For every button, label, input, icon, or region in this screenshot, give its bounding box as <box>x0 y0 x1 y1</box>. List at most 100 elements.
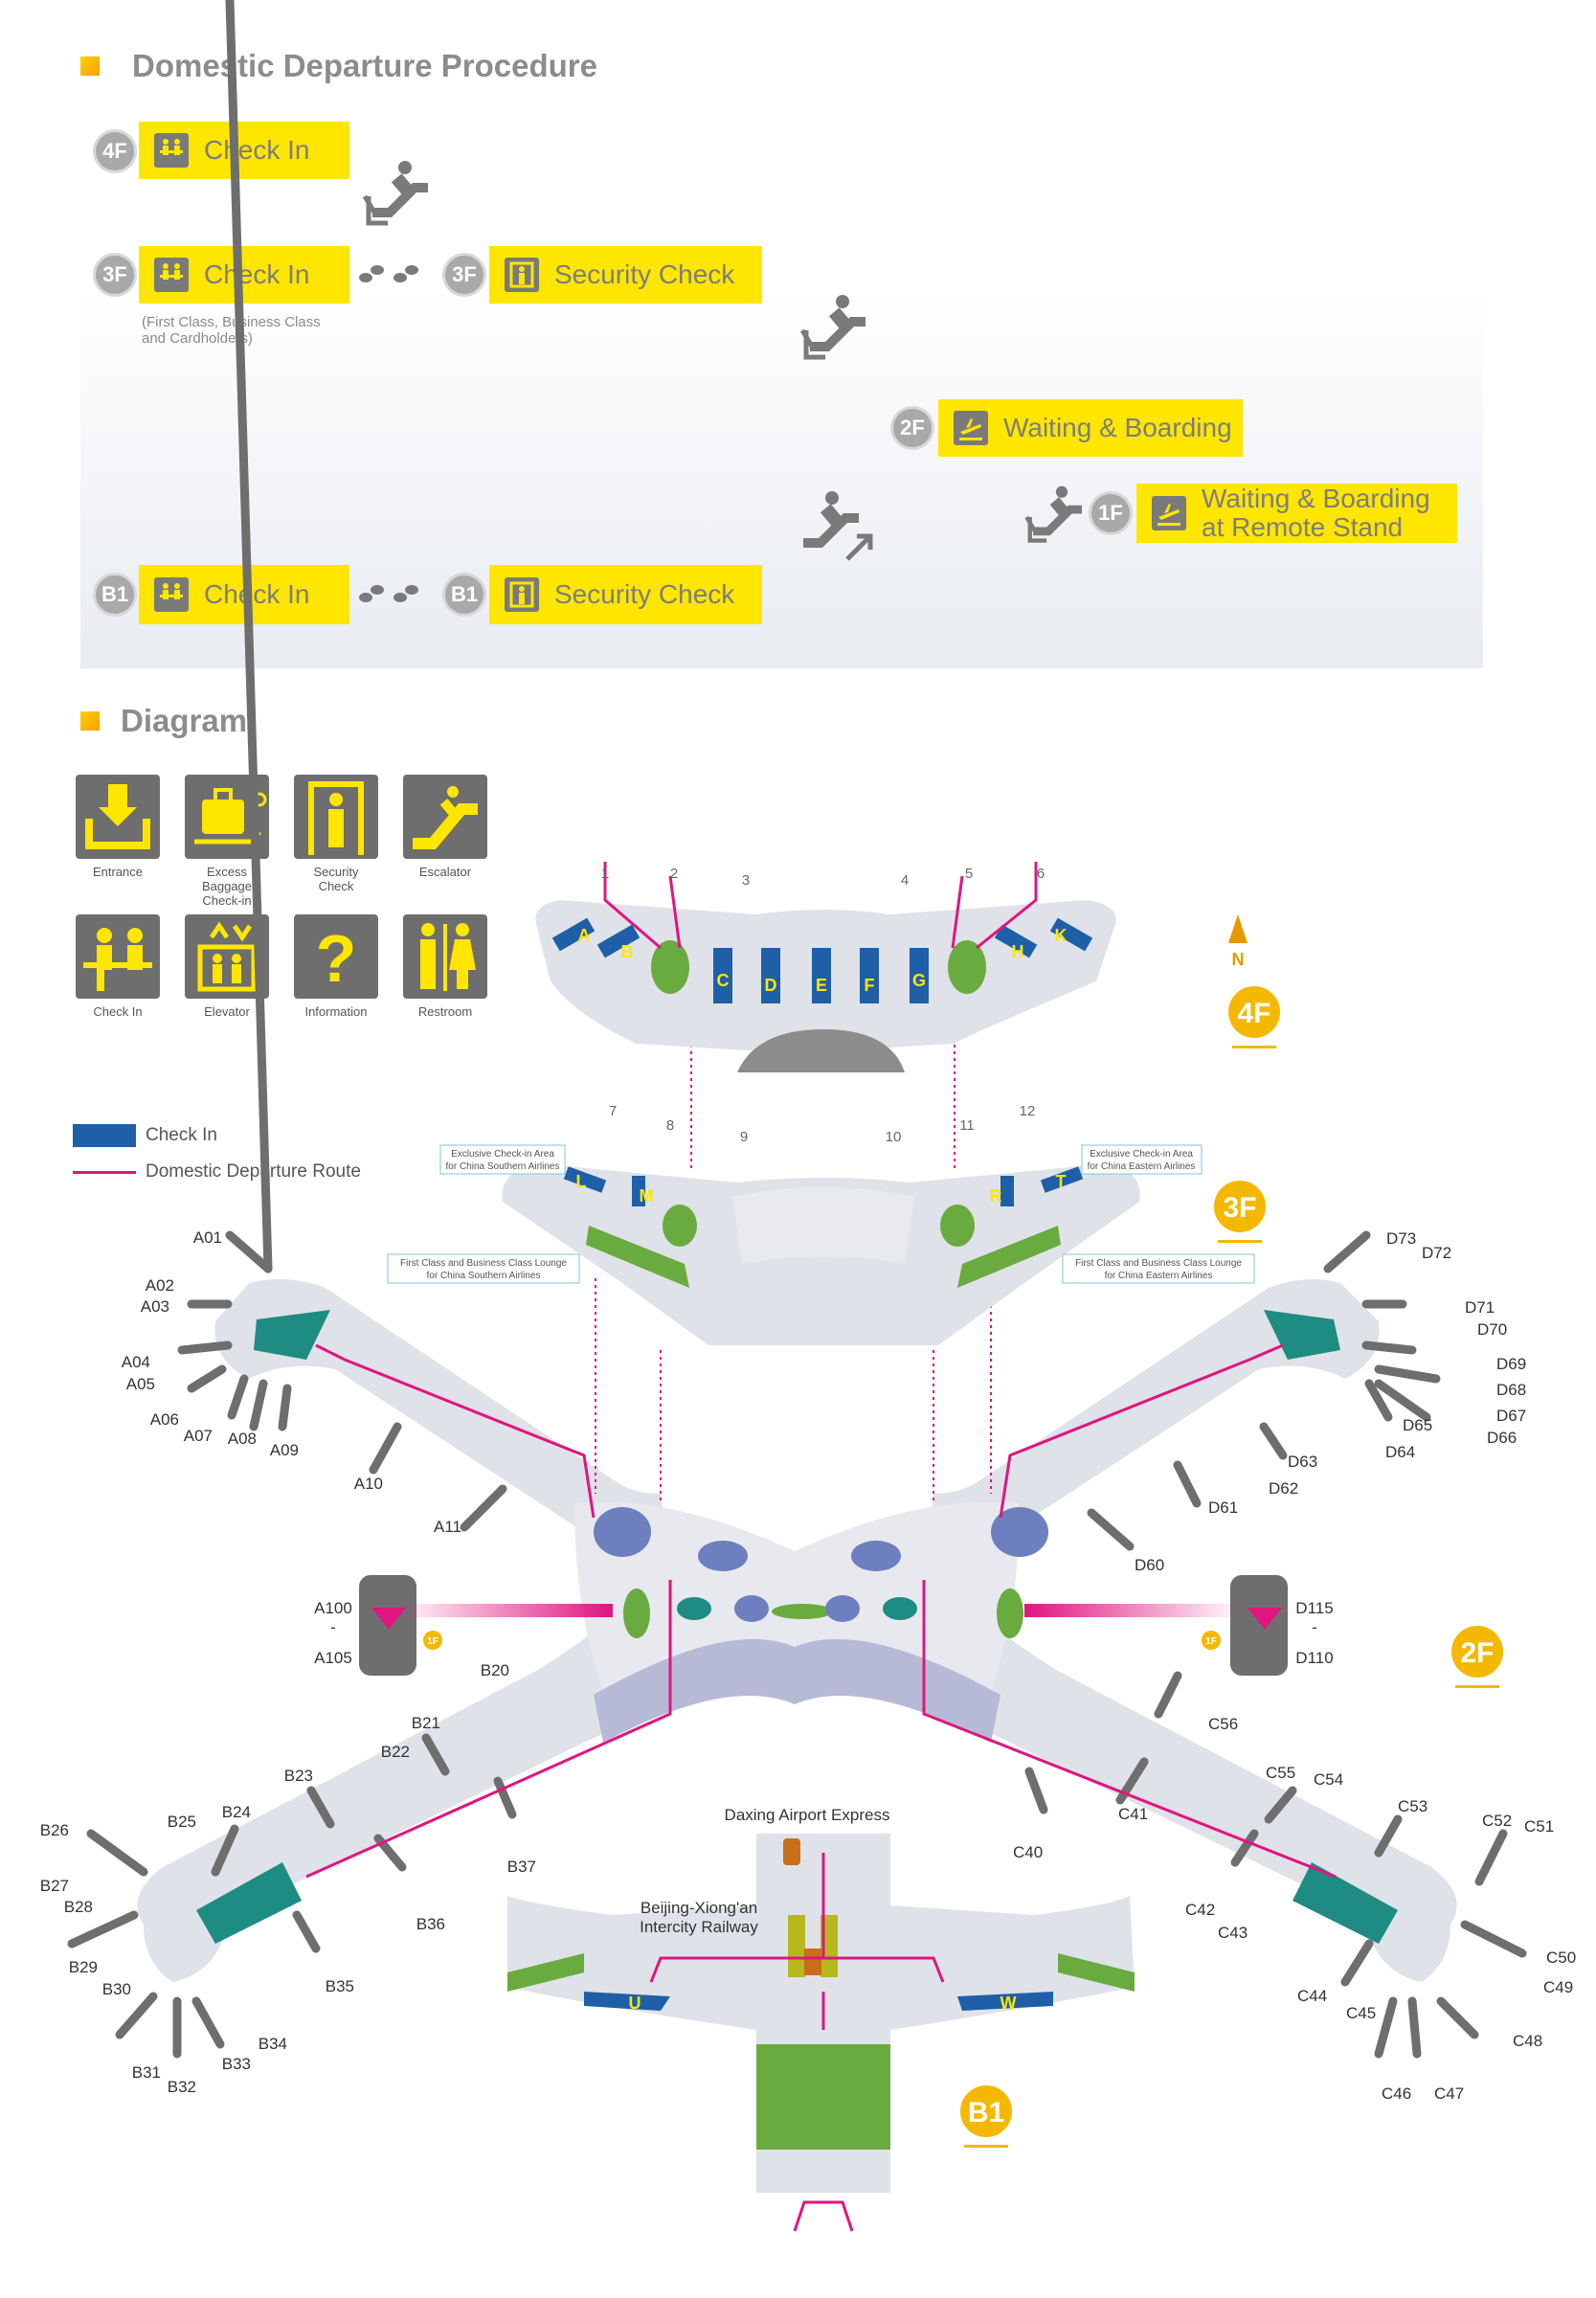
badge-underline <box>1218 1240 1262 1243</box>
checkin-counters-4f <box>551 917 1093 1003</box>
lounge-a <box>254 1310 330 1360</box>
doors-3f: 7 8 9 10 11 12 <box>609 1103 1036 1145</box>
gate-b35: B35 <box>326 1977 354 1995</box>
hub-garden <box>997 1588 1023 1638</box>
gate-labels: A01 A02 A03 A04 A05 A06 A07 A08 A09 A10 … <box>40 1228 1576 2103</box>
hub-pod <box>851 1541 901 1571</box>
escalator-down-icon <box>1024 485 1082 543</box>
remote-range-top: A100 <box>314 1599 352 1617</box>
gate-d73: D73 <box>1386 1229 1416 1248</box>
security-check-icon <box>505 258 539 292</box>
door-number: 2 <box>670 866 678 882</box>
escalator-up-icon <box>803 491 873 561</box>
step-waiting-2f: Waiting & Boarding <box>938 399 1243 457</box>
gate-b36: B36 <box>416 1915 445 1933</box>
floor-badge-1f-west <box>423 1631 442 1650</box>
gate-c56: C56 <box>1208 1715 1238 1733</box>
legend-text: Domestic Departure Route <box>146 1161 361 1182</box>
lounge-b <box>196 1862 302 1944</box>
restroom-icon <box>403 914 487 999</box>
gate-a04: A04 <box>122 1353 150 1371</box>
gate-a11: A11 <box>434 1518 461 1536</box>
garden-4f-west <box>651 940 689 994</box>
remote-route-west <box>393 1604 613 1617</box>
legend-label-checkin: Check In <box>93 1004 143 1019</box>
gate-b29: B29 <box>69 1958 98 1976</box>
floor-badge-4f-map <box>1228 986 1280 1038</box>
step-label: Check In <box>204 259 310 289</box>
gate-a05: A05 <box>126 1375 155 1393</box>
gate-c44: C44 <box>1297 1987 1327 2005</box>
gate-b30: B30 <box>102 1980 131 1998</box>
door-number: 11 <box>959 1117 975 1134</box>
route-swatch <box>73 1170 136 1174</box>
gate-a01: A01 <box>193 1228 222 1247</box>
escalator-icon <box>403 775 487 859</box>
gate-d68: D68 <box>1496 1381 1526 1399</box>
floor-badge-3f-map <box>1214 1181 1266 1232</box>
procedure-header: Domestic Departure Procedure <box>80 48 597 84</box>
badge-underline <box>1455 1685 1499 1688</box>
compass-arrow-icon <box>1228 914 1248 943</box>
garden-3f-east <box>940 1205 975 1247</box>
floor-badge-text: 2F <box>1460 1637 1494 1669</box>
checkin-letter: F <box>865 976 875 995</box>
gate-c51: C51 <box>1524 1817 1554 1836</box>
remote-range-bottom: A105 <box>314 1649 352 1667</box>
remote-range-top: D115 <box>1295 1599 1333 1617</box>
gate-b23: B23 <box>284 1767 313 1785</box>
checkin-letter: C <box>717 971 730 990</box>
checkin-letter: D <box>765 976 777 995</box>
checkin-letter: A <box>578 926 591 945</box>
gate-d72: D72 <box>1422 1244 1451 1262</box>
checkin-swatch <box>73 1124 136 1147</box>
floor-badge-text: 1F <box>1205 1636 1217 1647</box>
checkin-letter: E <box>816 976 827 995</box>
label-line: Baggage <box>201 879 253 893</box>
floor-badge-text: 4F <box>1237 998 1270 1029</box>
step-checkin-3f: Check In <box>139 246 349 304</box>
express-label: Daxing Airport Express <box>725 1806 890 1824</box>
note-text: for China Eastern Airlines <box>1088 1161 1196 1172</box>
garden-4f-east <box>948 940 986 994</box>
gate-d63: D63 <box>1288 1453 1317 1471</box>
gate-b32: B32 <box>168 2078 196 2096</box>
hub-pod <box>991 1507 1048 1557</box>
rail-platform <box>788 1915 805 1977</box>
check-in-icon <box>154 258 189 292</box>
floor-badge-1f-east <box>1202 1631 1221 1650</box>
checkin-letter: L <box>576 1172 587 1191</box>
checkin-letter: R <box>990 1186 1002 1205</box>
note-text: for China Eastern Airlines <box>1105 1271 1213 1281</box>
legend-label-elevator: Elevator <box>204 1004 250 1019</box>
door-number: 4 <box>901 872 909 889</box>
floor-badge-2f: 2F <box>893 409 932 447</box>
floor-badge-b1-security: B1 <box>445 575 483 614</box>
step-label: Security Check <box>554 579 735 609</box>
label-line: Check <box>318 879 354 893</box>
gate-d62: D62 <box>1269 1479 1298 1498</box>
label-line: Waiting & Boarding <box>1202 484 1430 513</box>
checkin-letter: K <box>1055 926 1068 945</box>
note-text: First Class and Business Class Lounge <box>400 1258 567 1269</box>
door-number: 12 <box>1020 1103 1036 1119</box>
gate-a02: A02 <box>146 1276 174 1295</box>
checkin-letter: U <box>629 1994 641 2013</box>
step-security-b1: Security Check <box>489 565 762 624</box>
gate-b34: B34 <box>259 2035 287 2053</box>
entrance-icon <box>76 775 160 859</box>
footsteps-icon <box>359 585 418 602</box>
floor-badge-text: 3F <box>1223 1192 1256 1224</box>
gate-d66: D66 <box>1487 1429 1517 1447</box>
step-label: Waiting & Boarding <box>1003 413 1232 442</box>
gate-a09: A09 <box>270 1441 299 1459</box>
gate-d69: D69 <box>1496 1355 1526 1373</box>
checkin-u <box>584 1992 670 2011</box>
remote-range-dash: - <box>1312 1618 1317 1636</box>
note-text: First Class and Business Class Lounge <box>1075 1258 1242 1269</box>
badge-underline <box>964 2145 1008 2148</box>
gate-c48: C48 <box>1513 2032 1542 2050</box>
legend-label-escalator: Escalator <box>418 865 472 879</box>
b1-labels: Daxing Airport Express Beijing-Xiong'an … <box>640 1806 889 1936</box>
